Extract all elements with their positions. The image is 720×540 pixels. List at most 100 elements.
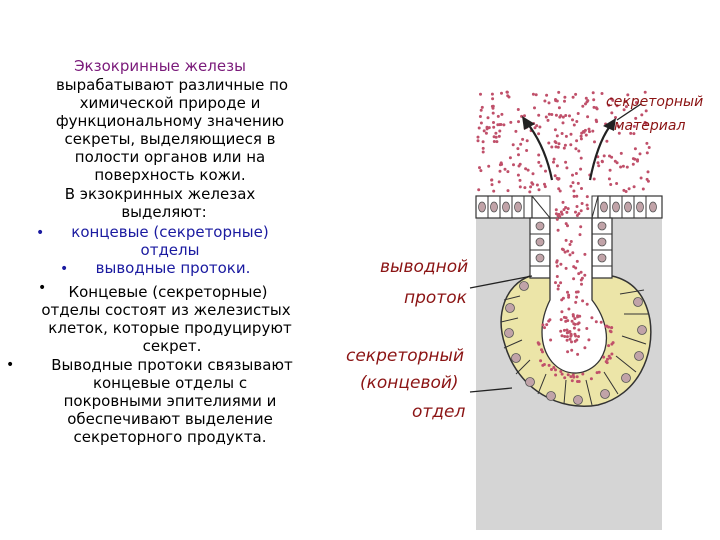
- secretion-dot: [622, 108, 626, 112]
- secretion-dot: [641, 187, 645, 191]
- secretion-dot: [646, 170, 650, 174]
- secretion-dot: [566, 224, 569, 228]
- secretion-dot: [477, 126, 481, 130]
- text-line: В экзокринных железах: [64, 185, 256, 203]
- secretion-dot: [580, 282, 583, 286]
- text-line: Выводные протоки связывают: [51, 356, 293, 374]
- secretion-dot: [575, 205, 579, 208]
- secretion-dot: [592, 98, 596, 102]
- secretion-dot: [576, 112, 580, 115]
- secretion-dot: [569, 143, 573, 147]
- secretion-dot: [557, 284, 560, 288]
- secretion-dot: [494, 131, 498, 135]
- secretion-dot: [609, 183, 613, 186]
- secretion-dot: [492, 121, 495, 124]
- secretion-dot: [534, 93, 538, 97]
- text-line: поверхность кожи.: [94, 166, 246, 184]
- secretion-dot: [600, 92, 604, 95]
- secretion-dot: [572, 189, 576, 193]
- secretion-dot: [565, 335, 569, 339]
- secretion-dot: [547, 112, 551, 116]
- secretion-dot: [564, 222, 568, 226]
- label-end-section: (концевой): [360, 373, 459, 393]
- secretion-dot: [537, 113, 541, 117]
- secretion-dot: [545, 323, 549, 327]
- secretion-dot: [591, 91, 595, 95]
- secretion-dot: [574, 290, 578, 294]
- secretion-dot: [562, 315, 566, 319]
- secretion-dot: [564, 319, 568, 323]
- secretion-dot: [480, 105, 484, 109]
- bullet-icon: •: [36, 225, 45, 241]
- secretion-dot: [492, 189, 496, 193]
- secretion-dot: [562, 328, 566, 332]
- secretion-dot: [491, 111, 495, 115]
- secretion-dot: [608, 168, 612, 172]
- list-item: выводные протоки.: [95, 259, 251, 277]
- secretion-dot: [606, 357, 609, 361]
- secretion-dot: [634, 101, 638, 104]
- secretion-dot: [565, 166, 569, 170]
- secretion-dot: [550, 145, 554, 149]
- secretion-dot: [583, 273, 587, 277]
- secretion-dot: [554, 99, 558, 103]
- secretion-dot: [556, 228, 560, 232]
- secretion-dot: [496, 114, 500, 118]
- secretion-dot: [561, 200, 565, 204]
- secretion-dot: [521, 137, 525, 141]
- secretion-dot: [599, 320, 603, 324]
- secretion-dot: [634, 116, 638, 120]
- secretion-dot: [481, 150, 485, 154]
- secretion-dot: [571, 251, 575, 255]
- secretion-dot: [518, 178, 522, 182]
- secretion-dot: [563, 143, 567, 147]
- secretion-dot: [610, 342, 614, 346]
- text-line: отделы состоят из железистых: [41, 301, 291, 319]
- secretion-dot: [639, 176, 643, 180]
- arrow-head-left-icon: [522, 116, 535, 130]
- slide-title: Экзокринные железы: [74, 57, 246, 75]
- secretion-dot: [546, 118, 550, 122]
- secretion-dot: [579, 134, 583, 138]
- secretion-dot: [500, 112, 504, 116]
- secretion-dot: [595, 107, 599, 111]
- secretion-dot: [560, 132, 564, 135]
- secretion-dot: [547, 363, 551, 367]
- label-duct: выводной: [380, 257, 469, 277]
- secretion-dot: [523, 114, 526, 118]
- label-secretory-material: материал: [614, 118, 686, 134]
- secretion-dot: [565, 338, 569, 342]
- secretion-dot: [595, 120, 599, 124]
- secretion-dot: [553, 128, 557, 132]
- secretory-cell-borders: [500, 289, 649, 406]
- duct-nuclei: [535, 221, 607, 263]
- secretion-dot: [559, 210, 563, 214]
- secretion-dot: [584, 96, 588, 100]
- secretion-dot: [516, 147, 520, 151]
- secretion-dot: [476, 139, 480, 143]
- secretion-dot: [545, 93, 549, 97]
- secretion-dot: [632, 124, 636, 128]
- secretion-dot: [571, 173, 574, 177]
- secretion-dot: [586, 115, 590, 119]
- secretion-dot: [564, 206, 568, 209]
- secretion-dot: [640, 113, 644, 117]
- secretion-dot: [552, 366, 556, 369]
- secretion-dot: [554, 368, 557, 372]
- surface-nuclei: [478, 201, 657, 213]
- secretion-dot: [626, 93, 630, 97]
- secretion-dot: [591, 129, 595, 133]
- secretion-dot: [574, 300, 578, 304]
- secretion-dot: [525, 139, 529, 143]
- secretion-dot: [560, 372, 564, 376]
- secretion-dot: [645, 151, 649, 155]
- secretion-dot: [589, 377, 593, 381]
- secretion-dot: [574, 334, 578, 338]
- secretion-dot: [557, 142, 561, 146]
- text-line: секреты, выделяющиеся в: [64, 130, 276, 148]
- duct-cell-borders: [530, 233, 612, 267]
- secretion-dot: [541, 323, 545, 327]
- secretion-dot: [524, 167, 528, 171]
- secretion-dot: [566, 350, 570, 354]
